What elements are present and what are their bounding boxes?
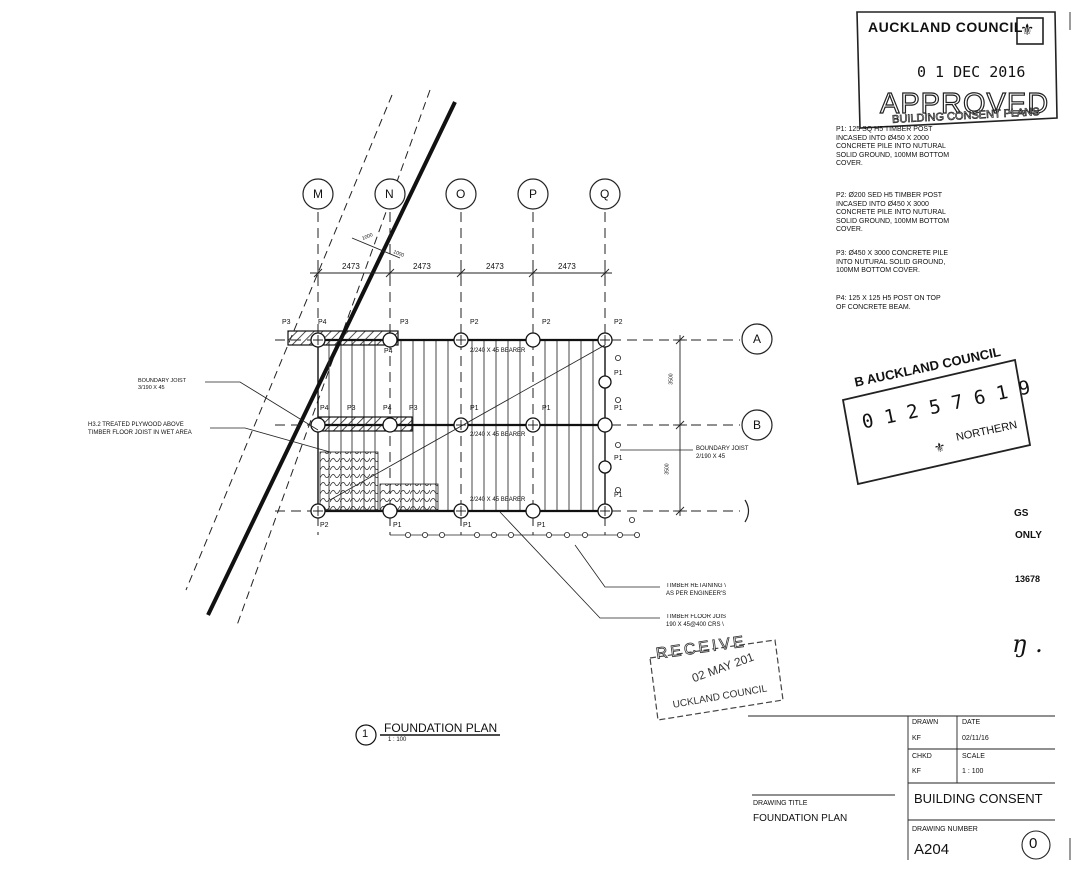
signature-mark: ŋ . <box>1012 630 1043 658</box>
pile-tag: P4 <box>384 348 393 355</box>
pile-tag: P4 <box>318 319 327 326</box>
callout-plywood: H3.2 TREATED PLYWOOD ABOVE TIMBER FLOOR … <box>88 422 192 436</box>
grid-label-n: N <box>385 187 394 201</box>
leader-lines <box>205 344 693 619</box>
title-block-lines <box>748 12 1071 860</box>
title-block-scale-label: SCALE <box>962 753 985 760</box>
callout-boundary-joist-left: BOUNDARY JOIST 3/190 X 45 <box>138 378 187 391</box>
approved-stamp-date: 0 1 DEC 2016 <box>917 63 1026 81</box>
boundary-dashed-lines <box>185 89 431 629</box>
title-block-date-label: DATE <box>962 719 981 726</box>
dim-4: 2473 <box>558 262 576 271</box>
title-block-drawn: KF <box>912 735 921 742</box>
dim-3: 2473 <box>486 262 504 271</box>
pile-note-p3: P3: Ø450 X 3000 CONCRETE PILE INTO NUTUR… <box>836 250 949 274</box>
grid-label-b: B <box>753 418 762 432</box>
grid-bubbles <box>302 178 773 441</box>
callout-retaining-wall: TIMBER RETAINING \ AS PER ENGINEER'S <box>666 583 727 597</box>
approved-stamp-frame <box>856 11 1058 129</box>
pile-tag: P3 <box>409 405 418 412</box>
concrete-beam-top <box>287 330 399 346</box>
pile-tag: P1 <box>393 522 402 529</box>
pile-tag: P1 <box>614 405 623 412</box>
approved-stamp-org: AUCKLAND COUNCIL <box>868 19 1023 35</box>
council-stamp-frame <box>841 358 1032 486</box>
title-block-chkd-label: CHKD <box>912 753 932 760</box>
dim-1: 2473 <box>342 262 360 271</box>
grid-label-m: M <box>313 187 323 201</box>
pile-tag: P4 <box>320 405 329 412</box>
wet-area-plywood <box>319 451 379 511</box>
title-block-scale: 1 : 100 <box>962 768 984 775</box>
pile-tag: P1 <box>537 522 546 529</box>
pile-note-p1: P1: 125 SQ H5 TIMBER POST INCASED INTO Ø… <box>836 126 950 167</box>
retaining-wall <box>390 354 641 539</box>
revision-number: 0 <box>1029 835 1038 852</box>
pile-tag: P1 <box>463 522 472 529</box>
pile-tag: P1 <box>614 455 623 462</box>
partial-text-gs: GS <box>1014 508 1029 519</box>
pile-tag: P1 <box>470 405 479 412</box>
pile-tag: P1 <box>614 492 623 499</box>
pile-tag: P2 <box>614 319 623 326</box>
approved-stamp-status: APPROVED <box>879 87 1050 120</box>
drawing-number: A204 <box>914 841 950 858</box>
grid-label-o: O <box>456 187 466 201</box>
council-crest-icon: ⚜ <box>1020 22 1035 39</box>
pile-tag: P2 <box>542 319 551 326</box>
pile-tag: P3 <box>347 405 356 412</box>
grid-label-p: P <box>529 187 538 201</box>
partial-text-number: 13678 <box>1015 574 1041 584</box>
bearer-label: 2/240 X 45 BEARER <box>470 348 526 354</box>
drawing-title: FOUNDATION PLAN <box>753 813 848 824</box>
pile-tag: P4 <box>383 405 392 412</box>
plan-scale: 1 : 100 <box>388 737 407 743</box>
top-dimension-line <box>310 237 612 280</box>
concrete-beam-mid <box>317 416 413 432</box>
bearer-label: 2/240 X 45 BEARER <box>470 497 526 503</box>
drawing-number-label: DRAWING NUMBER <box>912 826 978 833</box>
title-block-date: 02/11/16 <box>962 735 989 742</box>
callout-boundary-joist-right: BOUNDARY JOIST 2/190 X 45 <box>696 446 749 460</box>
grid-label-q: Q <box>600 187 610 201</box>
dim-row-1: 3500 <box>668 373 675 385</box>
title-block-chkd: KF <box>912 768 921 775</box>
dim-row-2: 3500 <box>664 463 671 475</box>
pile-note-p4: P4: 125 X 125 H5 POST ON TOP OF CONCRETE… <box>836 295 941 311</box>
revision-bubble <box>1021 830 1051 860</box>
dim-2: 2473 <box>413 262 431 271</box>
plan-title-bubble <box>355 724 377 746</box>
bearer-label: 2/240 X 45 BEARER <box>470 432 526 438</box>
plan-title: FOUNDATION PLAN <box>384 721 498 735</box>
pile-tag: P2 <box>470 319 479 326</box>
pile-tag: P2 <box>320 522 329 529</box>
pile-tag: P1 <box>542 405 551 412</box>
partial-text-only: ONLY <box>1015 530 1042 541</box>
pile-tag: P3 <box>400 319 409 326</box>
callout-floor-joist: TIMBER FLOOR JOIS 190 X 45@400 CRS \ <box>666 614 727 628</box>
drawing-title-label: DRAWING TITLE <box>753 800 808 807</box>
pile-tag: P3 <box>282 319 291 326</box>
grid-label-a: A <box>753 332 762 346</box>
boundary-line <box>206 101 457 616</box>
received-stamp-frame <box>649 639 784 721</box>
pile-note-p2: P2: Ø200 SED H5 TIMBER POST INCASED INTO… <box>836 192 950 233</box>
title-block-drawn-label: DRAWN <box>912 719 939 726</box>
right-dimension-line <box>673 335 687 516</box>
pile-tag: P1 <box>614 370 623 377</box>
plan-number: 1 <box>362 728 369 740</box>
pile-crosses <box>313 335 610 516</box>
title-block-status: BUILDING CONSENT <box>914 791 1043 806</box>
